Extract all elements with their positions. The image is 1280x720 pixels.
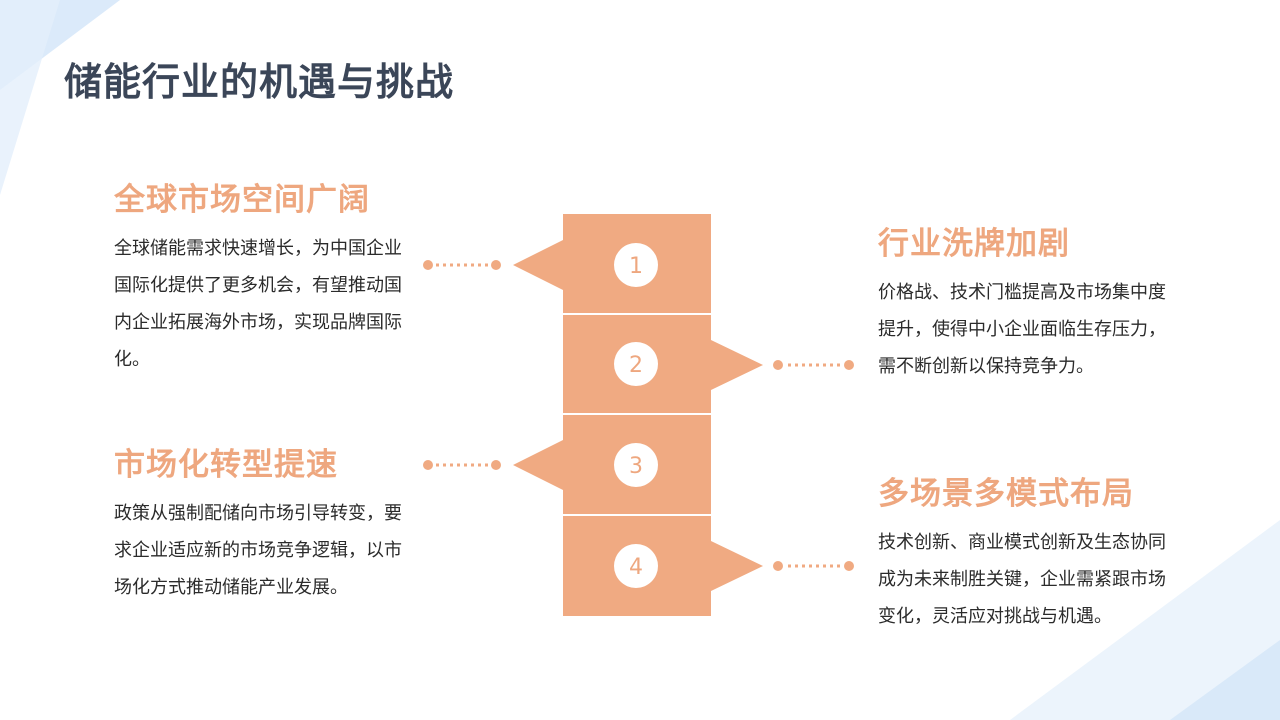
point-3-body: 政策从强制配储向市场引导转变，要求企业适应新的市场竞争逻辑，以市场化方式推动储能… — [114, 503, 402, 598]
point-1-heading: 全球市场空间广阔 — [114, 182, 370, 218]
point-4: 多场景多模式布局 技术创新、商业模式创新及生态协同成为未来制胜关键，企业需紧跟市… — [878, 472, 1168, 635]
point-2: 行业洗牌加剧 价格战、技术门槛提高及市场集中度提升，使得中小企业面临生存压力，需… — [878, 222, 1168, 385]
point-2-body: 价格战、技术门槛提高及市场集中度提升，使得中小企业面临生存压力，需不断创新以保持… — [878, 282, 1166, 377]
point-2-heading: 行业洗牌加剧 — [878, 226, 1070, 262]
step-connector-dot-1 — [423, 260, 433, 270]
step-block-2: 2 — [563, 315, 854, 413]
point-3-heading: 市场化转型提速 — [114, 447, 338, 483]
point-3: 市场化转型提速 政策从强制配储向市场引导转变，要求企业适应新的市场竞争逻辑，以市… — [114, 443, 404, 606]
step-block-3: 3 — [423, 415, 711, 514]
page-title: 储能行业的机遇与挑战 — [64, 60, 455, 104]
step-number-circle-2 — [614, 342, 658, 386]
point-1-body: 全球储能需求快速增长，为中国企业国际化提供了更多机会，有望推动国内企业拓展海外市… — [114, 238, 402, 370]
point-4-body: 技术创新、商业模式创新及生态协同成为未来制胜关键，企业需紧跟市场变化，灵活应对挑… — [878, 532, 1166, 627]
point-4-heading: 多场景多模式布局 — [878, 476, 1134, 512]
step-number-circle-3 — [614, 443, 658, 487]
step-number-3: 3 — [629, 454, 643, 479]
step-block-4: 4 — [563, 516, 854, 616]
step-block-1: 1 — [423, 214, 711, 313]
step-number-circle-4 — [614, 544, 658, 588]
step-number-1: 1 — [629, 254, 643, 279]
step-number-circle-1 — [614, 243, 658, 287]
step-connector-dot-4 — [844, 561, 854, 571]
step-connector-dot-3 — [423, 460, 433, 470]
point-1: 全球市场空间广阔 全球储能需求快速增长，为中国企业国际化提供了更多机会，有望推动… — [114, 178, 404, 378]
step-number-2: 2 — [629, 353, 643, 378]
step-number-4: 4 — [629, 555, 643, 580]
step-connector-dot-2 — [844, 360, 854, 370]
